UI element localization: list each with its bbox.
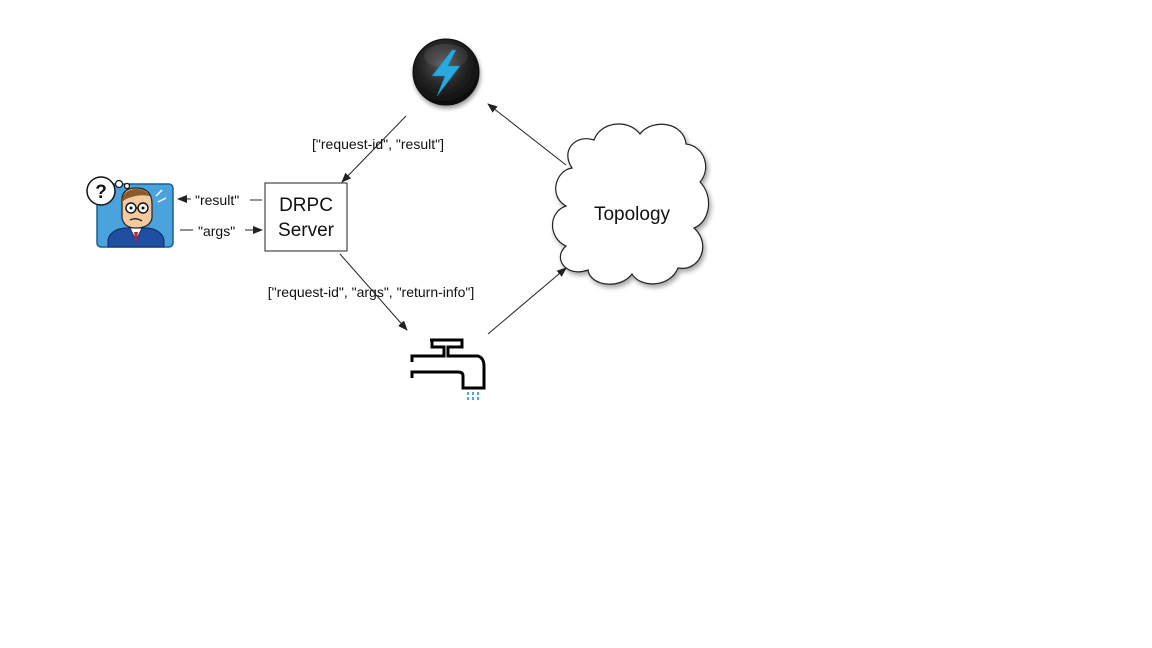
lightning-bolt-icon <box>412 38 480 106</box>
result-label: "result" <box>195 192 239 208</box>
topology-to-bolt-arrow <box>487 103 567 166</box>
request-result-label: ["request-id", "result"] <box>312 136 444 152</box>
request-args-return-label: ["request-id", "args", "return-info"] <box>268 284 474 300</box>
drpc-server-title: DRPC <box>279 195 333 216</box>
drip-6 <box>477 397 479 400</box>
thought-bubble <box>86 176 116 206</box>
drpc-server-box <box>264 182 348 252</box>
spout-to-topology-arrow <box>487 267 567 335</box>
confused-user-icon: ? <box>86 176 174 248</box>
cloud-icon <box>552 123 710 285</box>
topology-label: Topology <box>594 204 671 225</box>
args-label: "args" <box>198 223 235 239</box>
drpc-server-node: DRPC Server <box>264 182 348 252</box>
bolt-to-server-arrow <box>341 115 407 183</box>
drip-5 <box>472 397 474 400</box>
topology-cloud <box>552 123 710 285</box>
drip-2 <box>472 392 474 395</box>
drpc-server-subtitle: Server <box>278 220 335 241</box>
drip-4 <box>467 397 469 400</box>
server-to-spout-arrow <box>339 253 408 331</box>
water-faucet-icon <box>410 338 486 400</box>
drip-1 <box>467 392 469 395</box>
drip-3 <box>477 392 479 395</box>
question-mark: ? <box>95 182 107 203</box>
